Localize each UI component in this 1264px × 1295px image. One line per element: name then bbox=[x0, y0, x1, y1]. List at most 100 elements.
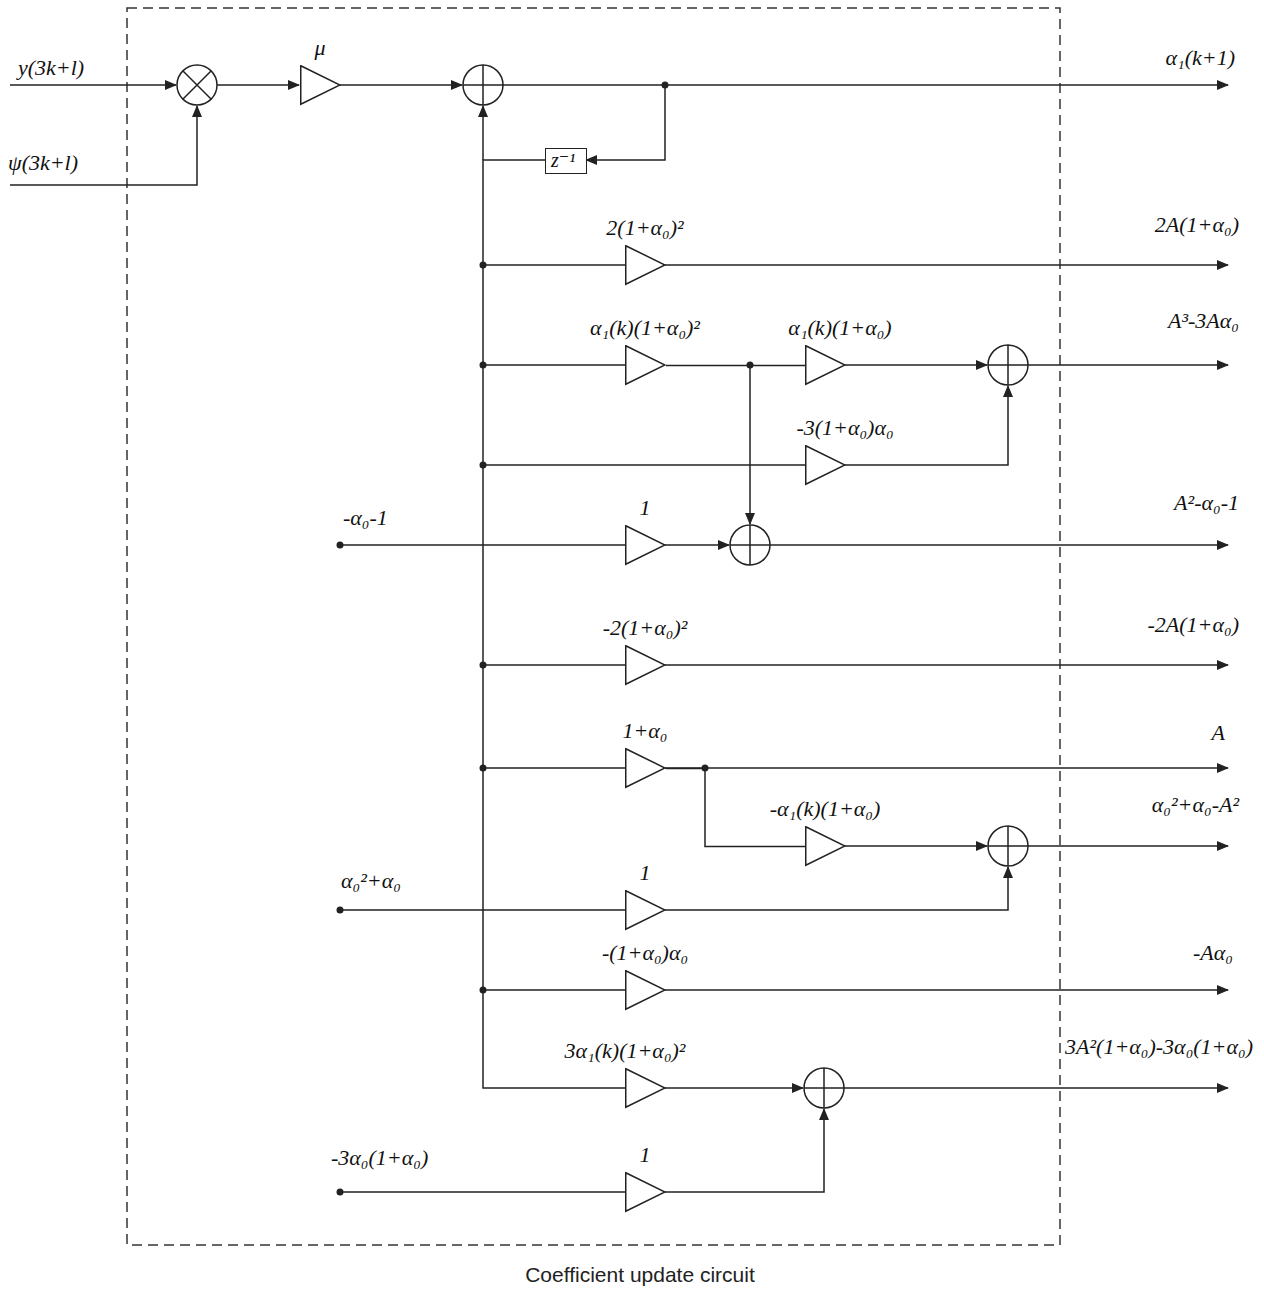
gain-block: -2(1+α₀)² bbox=[603, 615, 688, 685]
gain-triangle bbox=[625, 1068, 666, 1109]
figure-caption: Coefficient update circuit bbox=[525, 1262, 755, 1288]
adder-symbol bbox=[804, 1068, 844, 1108]
adder-cross bbox=[988, 345, 1028, 385]
gain-block: α₁(k)(1+α₀) bbox=[788, 315, 891, 385]
junction-dot bbox=[480, 662, 487, 669]
wire bbox=[665, 544, 729, 546]
gain-triangle-outline bbox=[626, 646, 665, 685]
adder-cross bbox=[804, 1068, 844, 1108]
wire bbox=[665, 767, 1228, 769]
input-terminal bbox=[337, 542, 344, 549]
summing-junctions bbox=[177, 65, 1028, 1108]
gain-triangle bbox=[300, 65, 341, 106]
gain-triangle-outline bbox=[626, 891, 665, 930]
wire bbox=[845, 845, 987, 847]
branch-wires bbox=[340, 265, 805, 1192]
gain-block: α₁(k)(1+α₀)² bbox=[590, 315, 700, 385]
wire bbox=[503, 84, 1228, 86]
adder-cross bbox=[730, 525, 770, 565]
junction-dot bbox=[480, 462, 487, 469]
gain-label: 1 bbox=[640, 860, 651, 886]
adder-cross bbox=[463, 65, 503, 105]
gain-label: α₁(k)(1+α₀)² bbox=[590, 315, 700, 341]
output-signal: 3A²(1+α₀)-3α₀(1+α₀) bbox=[1062, 1034, 1256, 1060]
gain-triangle-outline bbox=[626, 346, 665, 385]
wire bbox=[1028, 845, 1228, 847]
adder-symbol bbox=[988, 345, 1028, 385]
wire bbox=[586, 85, 665, 160]
output-signal: 2A(1+α₀) bbox=[1152, 212, 1242, 238]
wire bbox=[749, 365, 751, 524]
multiplier-symbol bbox=[177, 65, 217, 105]
gain-triangle bbox=[805, 826, 846, 867]
gain-triangle-outline bbox=[626, 246, 665, 285]
output-signal: -2A(1+α₀) bbox=[1145, 612, 1242, 638]
gain-triangle bbox=[625, 245, 666, 286]
gain-triangle-outline bbox=[626, 1069, 665, 1108]
input-terminal bbox=[337, 907, 344, 914]
output-signal: α₁(k+1) bbox=[1163, 45, 1238, 71]
gain-triangle bbox=[805, 445, 846, 486]
gain-block: 3α₁(k)(1+α₀)² bbox=[565, 1038, 686, 1108]
dashed-boundary bbox=[127, 8, 1060, 1245]
adder-symbol bbox=[463, 65, 503, 105]
wire bbox=[10, 84, 176, 86]
output-signal: A³-3Aα₀ bbox=[1165, 308, 1242, 334]
adder-symbol bbox=[988, 826, 1028, 866]
gain-triangle bbox=[625, 1172, 666, 1213]
gain-triangle-outline bbox=[806, 827, 845, 866]
wire bbox=[665, 1109, 824, 1192]
wire bbox=[665, 664, 1228, 666]
gain-triangle bbox=[625, 890, 666, 931]
wire bbox=[665, 264, 1228, 266]
gain-label: 3α₁(k)(1+α₀)² bbox=[565, 1038, 686, 1064]
gain-block: 2(1+α₀)² bbox=[606, 215, 683, 285]
input-signal: α₀²+α₀ bbox=[338, 868, 404, 894]
connectors bbox=[666, 366, 805, 847]
wire bbox=[340, 84, 462, 86]
gain-block: 1+α₀ bbox=[622, 718, 667, 788]
adder-symbol bbox=[730, 525, 770, 565]
output-signal: A bbox=[1209, 720, 1228, 746]
gain-triangle bbox=[805, 345, 846, 386]
input-signal: -α₀-1 bbox=[340, 505, 391, 531]
gain-triangle bbox=[625, 748, 666, 789]
junction-dot bbox=[662, 82, 669, 89]
junction-dot bbox=[480, 262, 487, 269]
delay-box: z⁻¹ bbox=[545, 148, 587, 174]
output-signal: -Aα₀ bbox=[1190, 940, 1236, 966]
gain-triangle-outline bbox=[626, 526, 665, 565]
junction-dot bbox=[480, 987, 487, 994]
gain-block: μ bbox=[300, 35, 340, 105]
output-signal: α₀²+α₀-A² bbox=[1149, 792, 1242, 818]
gain-triangle-outline bbox=[301, 66, 340, 105]
gain-triangle-outline bbox=[626, 971, 665, 1010]
gain-label: 2(1+α₀)² bbox=[606, 215, 683, 241]
wire bbox=[844, 1087, 1228, 1089]
junction-dot bbox=[480, 362, 487, 369]
input-signal: y(3k+l) bbox=[15, 55, 87, 81]
gain-label: -3(1+α₀)α₀ bbox=[796, 415, 893, 441]
gain-label: -(1+α₀)α₀ bbox=[602, 940, 688, 966]
gain-triangle bbox=[625, 645, 666, 686]
wire bbox=[217, 84, 299, 86]
input-signal: -3α₀(1+α₀) bbox=[328, 1145, 431, 1171]
adder-cross bbox=[988, 826, 1028, 866]
gain-block: -3(1+α₀)α₀ bbox=[796, 415, 893, 485]
connector bbox=[666, 365, 805, 367]
wire bbox=[770, 544, 1228, 546]
gain-block: 1 bbox=[625, 495, 665, 565]
gain-label: 1+α₀ bbox=[622, 718, 667, 744]
wire bbox=[845, 364, 987, 366]
wire bbox=[665, 1087, 803, 1089]
multiplier-cross bbox=[183, 71, 211, 99]
gain-label: α₁(k)(1+α₀) bbox=[788, 315, 891, 341]
wire bbox=[665, 989, 1228, 991]
gain-triangle-outline bbox=[626, 749, 665, 788]
gain-label: μ bbox=[314, 35, 325, 61]
gain-block: -(1+α₀)α₀ bbox=[602, 940, 688, 1010]
wire bbox=[1028, 364, 1228, 366]
gain-triangle-outline bbox=[806, 446, 845, 485]
gain-label: 1 bbox=[640, 495, 651, 521]
